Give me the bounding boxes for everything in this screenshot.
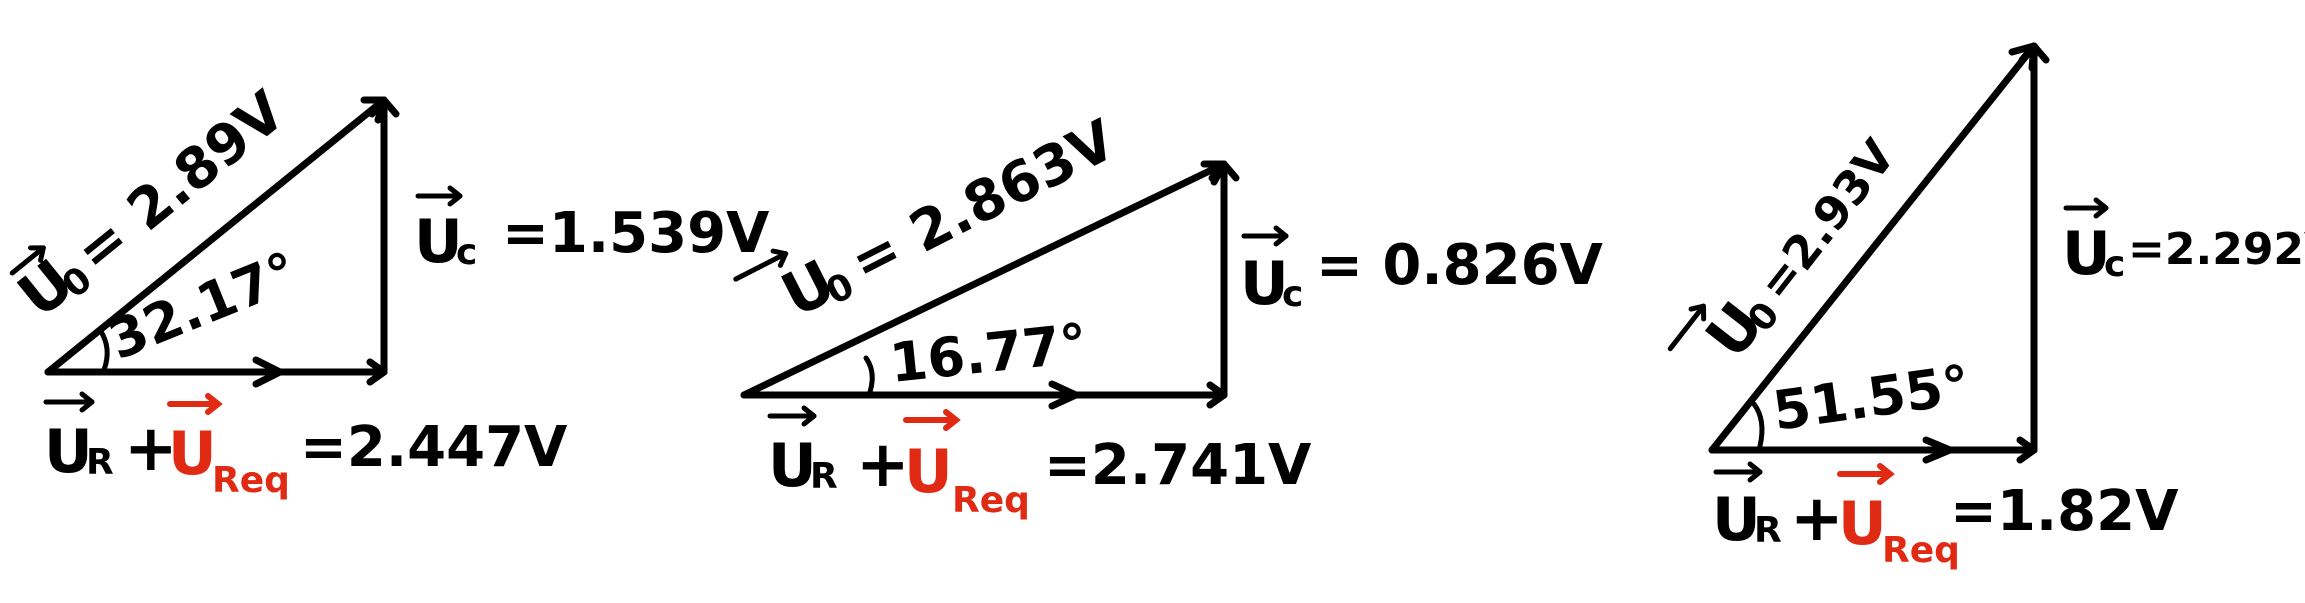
u0-overarrow — [1667, 303, 1706, 352]
uc-subscript: c — [1282, 274, 1303, 315]
uc-label: U c = 0.826V — [1240, 225, 1604, 319]
uc-overarrow-head — [447, 185, 463, 207]
u0-vector-line — [1708, 42, 2038, 454]
sum-value: =2.741V — [1044, 433, 1312, 498]
u0-vector-line — [44, 96, 388, 376]
phasor-diagram-3: U 0 =2.93V 51.55° U c =2.292V U R + U Re… — [1667, 42, 2305, 571]
ur-arrowhead-mid — [1048, 380, 1080, 410]
plus-sign: + — [124, 412, 178, 486]
uc-subscript: c — [2104, 244, 2125, 285]
sum-label: U R + U Req =2.741V — [767, 405, 1312, 521]
sum-value: =2.447V — [300, 415, 568, 480]
phasor-diagram-1: U 0 = 2.89V 32.17° U c =1.539V U R + U R… — [5, 79, 770, 501]
u0-arrowhead — [2008, 42, 2038, 72]
u0-value: = 2.863V — [841, 108, 1127, 296]
ur-overarrow-head — [1747, 461, 1763, 483]
u0-vector-line — [740, 160, 1228, 399]
u0-arrowhead — [1200, 160, 1228, 186]
uc-value: =2.292V — [2128, 224, 2305, 275]
ur-symbol: U — [1712, 485, 1761, 555]
ur-subscript: R — [86, 442, 114, 483]
ureq-overarrow-head — [1877, 463, 1895, 485]
ur-symbol: U — [768, 431, 817, 501]
angle-arc — [1751, 401, 1765, 449]
ureq-symbol: U — [1838, 489, 1887, 559]
angle-arc — [863, 355, 875, 395]
angle-label: 51.55° — [1769, 353, 1974, 443]
ureq-overarrow-head — [943, 409, 961, 431]
uc-symbol: U — [414, 207, 463, 277]
plus-sign: + — [1790, 482, 1844, 556]
u0-overarrow-head — [1688, 303, 1707, 322]
u0-overarrow-head — [28, 245, 46, 263]
uc-subscript: c — [456, 232, 477, 273]
u0-overarrow — [9, 245, 46, 276]
uc-label: U c =2.292V — [2062, 197, 2305, 289]
ureq-subscript: Req — [1882, 530, 1960, 571]
angle-label: 16.77° — [887, 312, 1090, 395]
uc-overarrow-head — [2093, 197, 2109, 219]
uc-symbol: U — [2062, 219, 2111, 289]
ur-subscript: R — [1754, 510, 1782, 551]
plus-sign: + — [856, 428, 910, 502]
u0-arrowhead — [360, 96, 388, 124]
uc-value: = 0.826V — [1316, 233, 1604, 298]
ur-symbol: U — [44, 417, 93, 487]
ureq-subscript: Req — [952, 480, 1030, 521]
ur-arrowhead-mid — [1922, 436, 1954, 464]
sum-label: U R + U Req =2.447V — [43, 391, 568, 501]
phasor-diagram-2: U 0 = 2.863V 16.77° U c = 0.826V U R + U… — [733, 108, 1604, 521]
uc-value: =1.539V — [502, 201, 770, 266]
ur-arrowhead-mid — [252, 356, 284, 388]
uc-overarrow-head — [1273, 225, 1289, 247]
ur-overarrow-head — [801, 405, 817, 427]
u0-overarrow-head — [770, 248, 789, 268]
ur-overarrow-head — [79, 391, 95, 413]
ureq-subscript: Req — [212, 460, 290, 501]
u0-overarrow — [733, 251, 789, 282]
ureq-overarrow-head — [205, 393, 223, 415]
ur-subscript: R — [810, 456, 838, 497]
u0-value: =2.93V — [1748, 129, 1906, 310]
ureq-symbol: U — [904, 437, 953, 507]
uc-label: U c =1.539V — [414, 185, 770, 277]
ureq-symbol: U — [168, 419, 217, 489]
angle-arc — [97, 327, 110, 373]
sum-label: U R + U Req =1.82V — [1712, 461, 2179, 571]
uc-symbol: U — [1240, 249, 1289, 319]
sum-value: =1.82V — [1950, 479, 2179, 544]
